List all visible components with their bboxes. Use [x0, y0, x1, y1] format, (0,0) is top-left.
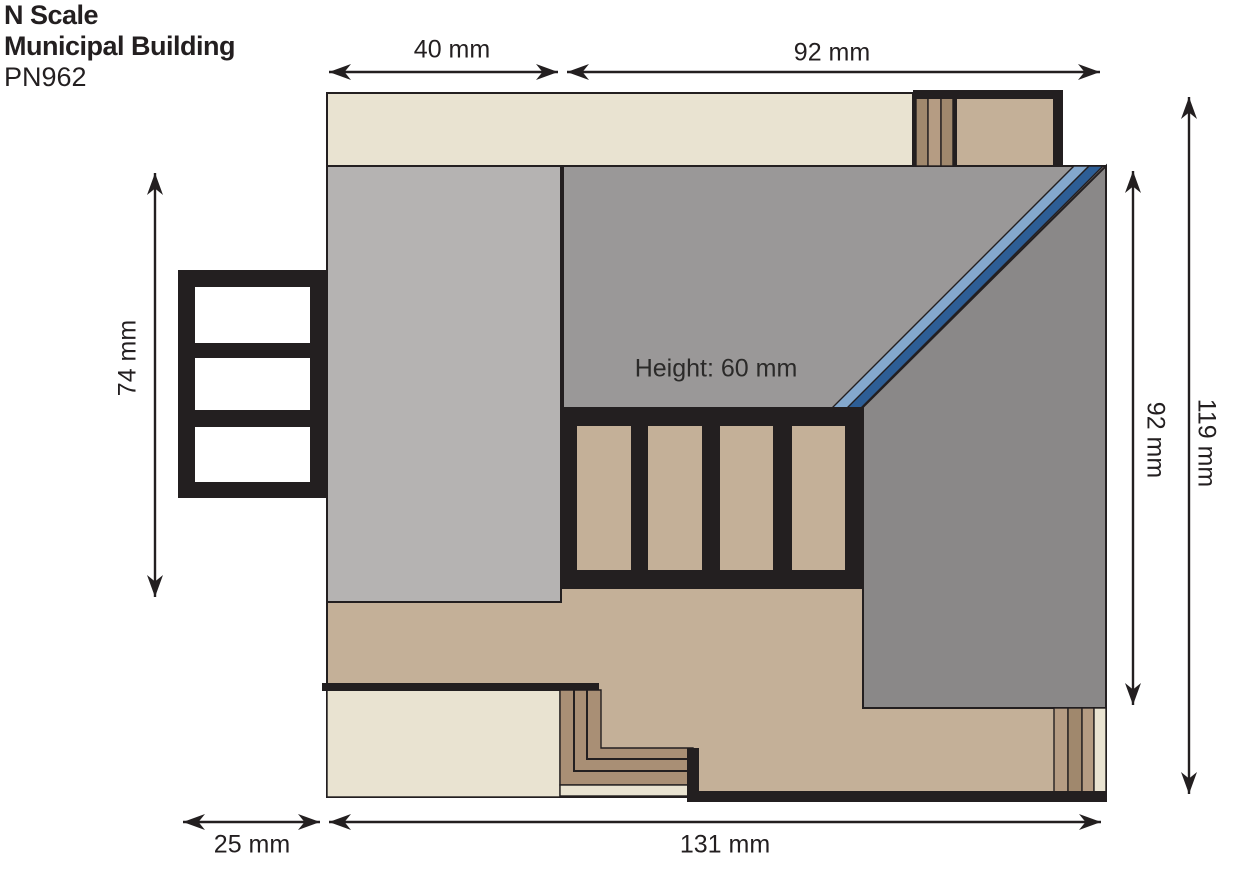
- title-product-code: PN962: [4, 62, 87, 92]
- dimension-arrows: [147, 64, 1197, 830]
- top-entrance-step: [915, 97, 929, 167]
- bottom-stairs-step-line: [573, 690, 693, 772]
- colonnade-window: [720, 426, 773, 570]
- bottom-stairs-landing: [559, 784, 694, 797]
- top-entrance-divider: [953, 95, 957, 166]
- left-roof-block: [326, 165, 562, 603]
- label-top-left-width: 40 mm: [413, 35, 491, 64]
- top-cream-strip: [326, 92, 914, 167]
- right-stairs-step: [1067, 707, 1083, 797]
- bottom-stairs-step-line: [586, 690, 693, 760]
- label-right-inner-height: 92 mm: [1141, 401, 1170, 479]
- colonnade-window: [577, 426, 631, 570]
- left-porch-window: [195, 358, 310, 410]
- label-building-height: Height: 60 mm: [634, 354, 798, 383]
- top-entrance-step: [927, 97, 942, 167]
- label-bottom-width: 131 mm: [679, 830, 771, 859]
- bottom-terrace-cream: [326, 689, 561, 798]
- top-entrance-wall-right: [1053, 90, 1063, 166]
- label-top-right-width: 92 mm: [793, 38, 871, 67]
- terrace-wall-bar: [322, 683, 599, 691]
- title-scale: N Scale: [4, 0, 99, 30]
- bottom-stairs-wall-cap: [687, 748, 699, 802]
- right-stairs-landing: [1093, 707, 1107, 798]
- left-porch-window: [195, 287, 310, 343]
- title-product-name: Municipal Building: [4, 31, 235, 61]
- top-entrance-step: [940, 97, 954, 167]
- label-left-height: 74 mm: [113, 319, 142, 397]
- right-stairs-step: [1081, 707, 1095, 797]
- label-right-outer-height: 119 mm: [1192, 398, 1221, 488]
- colonnade-window: [792, 426, 845, 570]
- top-entrance-wall-top: [913, 90, 1063, 99]
- colonnade-window: [648, 426, 702, 570]
- left-porch-window: [195, 427, 310, 482]
- right-stairs-step: [1053, 707, 1069, 797]
- title-block: N Scale Municipal Building PN962: [4, 0, 235, 93]
- building-footprint: [178, 90, 1107, 802]
- label-bottom-left-width: 25 mm: [213, 830, 291, 859]
- bottom-wall-bar: [698, 791, 1107, 802]
- right-roof-wing: [862, 163, 1107, 709]
